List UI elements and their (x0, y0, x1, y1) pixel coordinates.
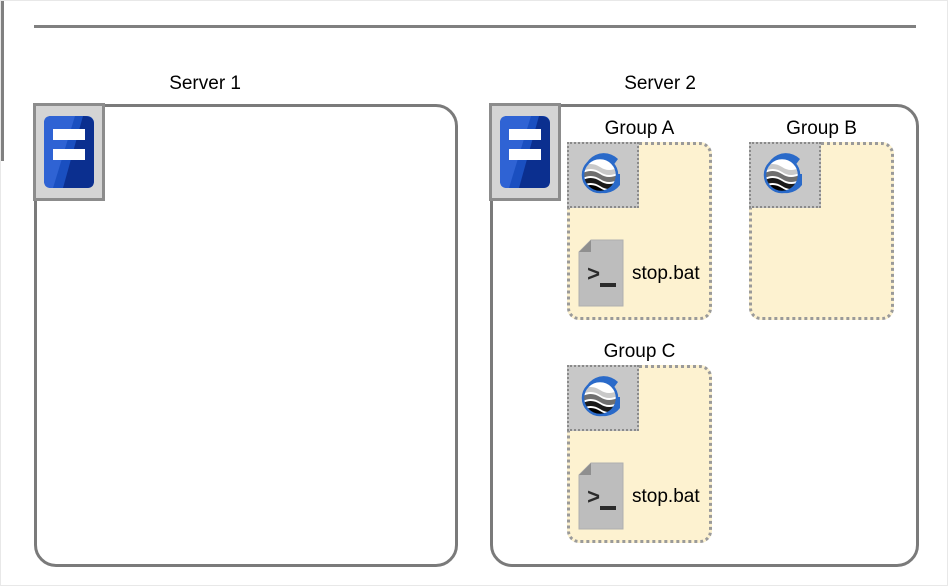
group-c-container[interactable]: > stop.bat (567, 365, 712, 543)
server-1-container[interactable] (33, 103, 458, 567)
file-label: stop.bat (632, 262, 700, 284)
svg-text:>: > (587, 263, 600, 288)
file-row[interactable]: > stop.bat (578, 239, 700, 307)
group-a-label: Group A (604, 118, 675, 139)
file-label: stop.bat (632, 485, 700, 507)
cluster-globe-icon[interactable] (567, 365, 639, 431)
bat-file-icon: > (578, 239, 624, 307)
server-icon (489, 103, 561, 201)
group-c-label: Group C (603, 341, 676, 362)
file-row[interactable]: > stop.bat (578, 462, 700, 530)
bat-file-icon: > (578, 462, 624, 530)
connector-server-2 (1, 81, 4, 161)
group-b-label: Group B (786, 118, 857, 139)
svg-text:>: > (587, 486, 600, 511)
network-bus-line (34, 25, 916, 28)
server-1-label: Server 1 (169, 73, 241, 94)
group-a-container[interactable]: > stop.bat (567, 142, 712, 320)
group-b-container[interactable] (749, 142, 894, 320)
server-icon (33, 103, 105, 201)
cluster-globe-icon[interactable] (749, 142, 821, 208)
connector-server-1 (1, 1, 4, 81)
cluster-globe-icon[interactable] (567, 142, 639, 208)
server-2-label: Server 2 (624, 73, 696, 94)
